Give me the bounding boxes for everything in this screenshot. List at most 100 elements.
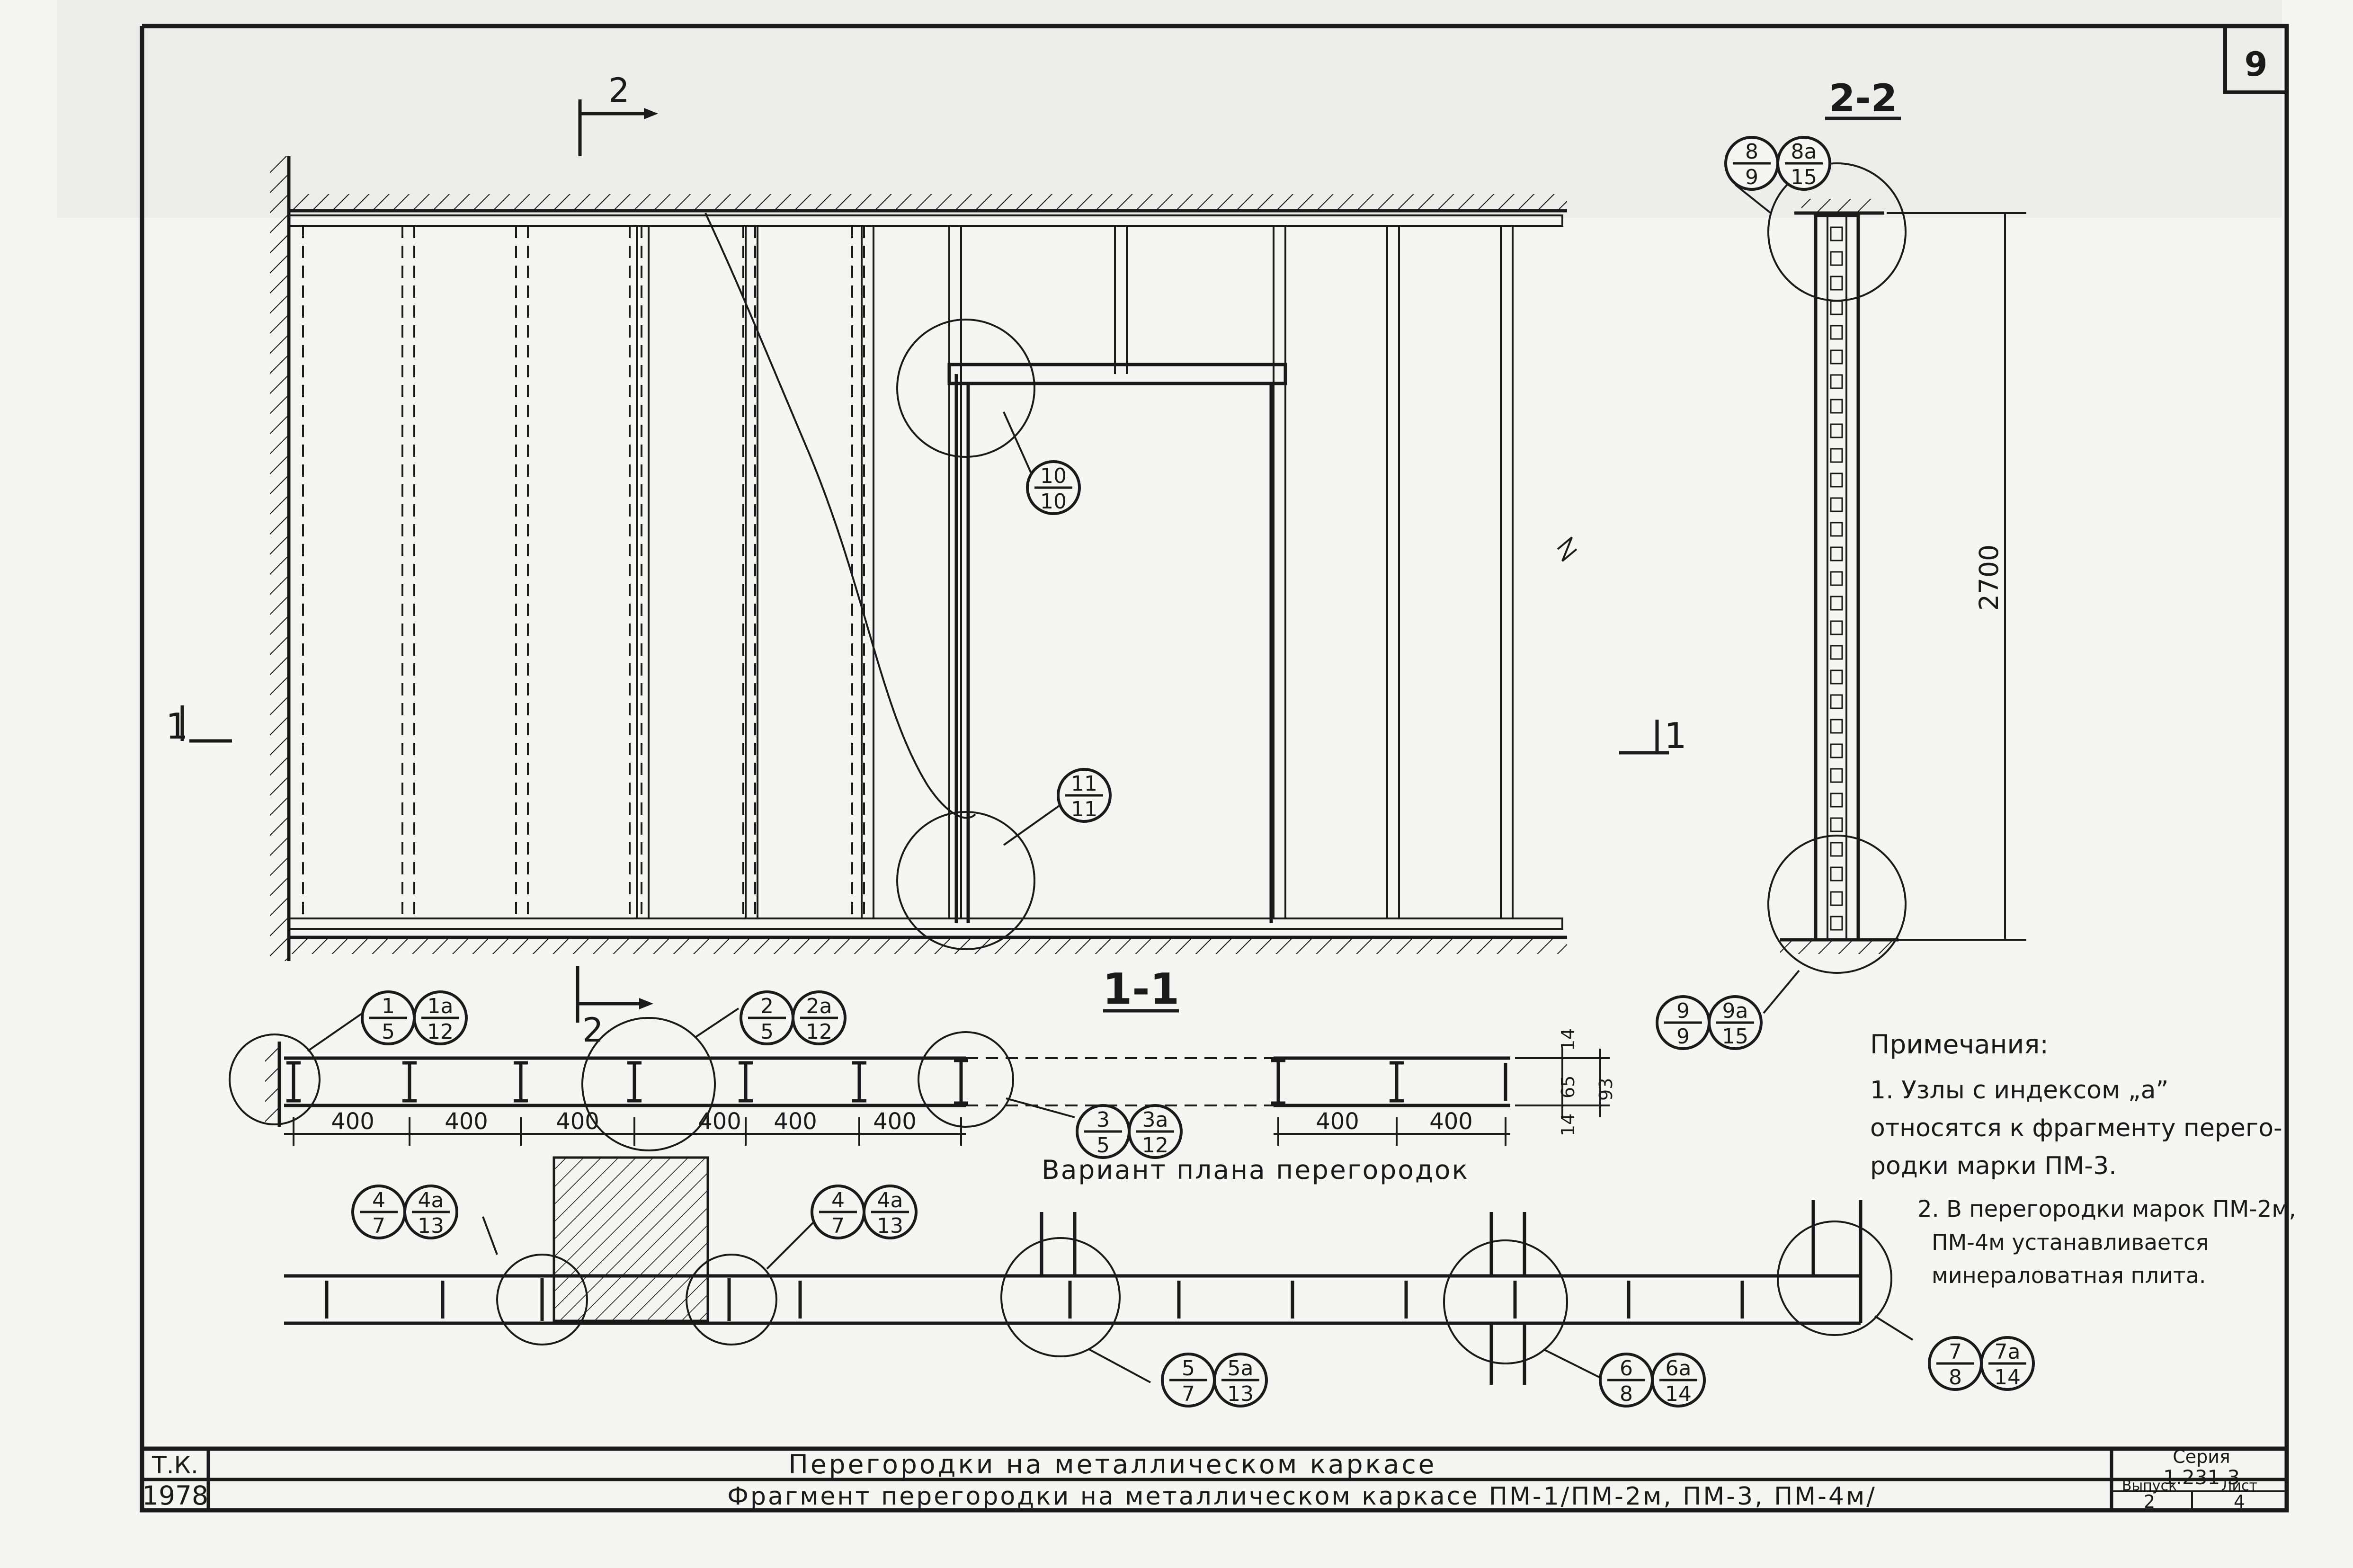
- sheet-label: Лист: [2221, 1478, 2257, 1494]
- stud-slot: [1830, 423, 1843, 438]
- stud-slot: [1830, 374, 1843, 389]
- plan-variant-label: Вариант плана перегородок: [1042, 1155, 1469, 1185]
- callout-bottom-number: 5: [382, 1020, 395, 1044]
- callout-top-number: 7: [1949, 1340, 1962, 1364]
- plan-variant-lower: [284, 1156, 1914, 1385]
- note-line-5: ПМ-4м устанавливается: [1932, 1229, 2209, 1255]
- svg-text:400: 400: [556, 1108, 599, 1135]
- section-mark-2-bottom: 2: [576, 966, 653, 1050]
- svg-text:400: 400: [1316, 1108, 1359, 1135]
- detail-callout-c7: 78: [1928, 1336, 1983, 1391]
- drawing-title: Перегородки на металлическом каркасе: [788, 1449, 1436, 1479]
- detail-callout-c1: 15: [361, 990, 416, 1045]
- stud-slot: [1830, 522, 1843, 537]
- callout-top-number: 8: [1745, 140, 1758, 164]
- callout-bottom-number: 10: [1040, 490, 1067, 514]
- section-2-2: 2700: [1780, 199, 2026, 954]
- callout-bottom-number: 7: [1182, 1382, 1195, 1406]
- svg-text:1: 1: [1664, 715, 1687, 757]
- stud-slot: [1830, 571, 1843, 586]
- sheet-number: 9: [2245, 45, 2268, 84]
- sheet-value: 4: [2234, 1491, 2245, 1512]
- sheet-frame: [140, 24, 2289, 1513]
- stud-slot: [1830, 349, 1843, 365]
- callout-bottom-number: 5: [1096, 1133, 1110, 1158]
- stud-slot: [1830, 719, 1843, 734]
- svg-text:400: 400: [774, 1108, 817, 1135]
- callout-top-number: 4a: [877, 1188, 903, 1212]
- section-title-2-2: 2-2: [1829, 76, 1898, 120]
- svg-text:400: 400: [698, 1108, 741, 1135]
- svg-text:14: 14: [1558, 1028, 1578, 1051]
- callout-top-number: 4: [831, 1188, 845, 1212]
- section-mark-1-left: 1: [166, 705, 232, 747]
- issue-label: Выпуск: [2122, 1478, 2177, 1494]
- callout-top-number: 9a: [1722, 999, 1748, 1023]
- stud-slot: [1830, 251, 1843, 266]
- svg-text:93: 93: [1595, 1078, 1616, 1101]
- callout-top-number: 1: [382, 994, 395, 1018]
- callout-bottom-number: 13: [877, 1214, 903, 1238]
- callout-top-number: 6a: [1666, 1356, 1692, 1381]
- series-value: 1.231-3: [2163, 1466, 2240, 1489]
- callout-bottom-number: 7: [372, 1214, 385, 1238]
- stud-slot: [1830, 669, 1843, 685]
- stud-slot: [1830, 842, 1843, 857]
- callout-bottom-number: 9: [1745, 165, 1758, 189]
- callout-bottom-number: 12: [427, 1020, 454, 1044]
- svg-text:400: 400: [445, 1108, 488, 1135]
- stud-slot: [1830, 743, 1843, 758]
- note-line-2: относятся к фрагменту перего-: [1870, 1114, 2282, 1142]
- plan-variant-upper: [229, 1007, 1610, 1151]
- stud-slot: [1830, 866, 1843, 882]
- callout-top-number: 2: [760, 994, 774, 1018]
- callout-top-number: 3: [1096, 1108, 1110, 1132]
- section-mark-1-right: 1: [1619, 715, 1687, 757]
- callout-bottom-number: 8: [1949, 1365, 1962, 1390]
- callout-bottom-number: 15: [1722, 1025, 1748, 1049]
- callout-top-number: 9: [1676, 999, 1690, 1023]
- stud-slot: [1830, 817, 1843, 832]
- callout-bottom-number: 13: [418, 1214, 444, 1238]
- detail-callout-c4r: 47: [811, 1185, 865, 1239]
- stud-slot: [1830, 325, 1843, 340]
- stud-slots: [1830, 226, 1843, 931]
- callout-top-number: 5a: [1228, 1356, 1254, 1381]
- callout-top-number: 8a: [1791, 140, 1817, 164]
- callout-top-number: 5: [1182, 1356, 1195, 1381]
- svg-text:14: 14: [1558, 1114, 1578, 1136]
- drawing-subtitle: Фрагмент перегородки на металлическом ка…: [727, 1482, 1877, 1511]
- detail-callout-c3: 35: [1076, 1104, 1131, 1159]
- svg-text:65: 65: [1558, 1076, 1578, 1098]
- stud-slot: [1830, 916, 1843, 931]
- callout-top-number: 1a: [428, 994, 454, 1018]
- section-title-1-1: 1-1: [1103, 964, 1180, 1014]
- callout-bottom-number: 9: [1676, 1025, 1690, 1049]
- callout-bottom-number: 14: [1665, 1382, 1692, 1406]
- notes-block: Примечания: 1. Узлы с индексом „а” относ…: [1870, 1029, 2296, 1288]
- svg-text:400: 400: [331, 1108, 374, 1135]
- callout-layer: 898a1510101111999a15151a12252a12353a1247…: [351, 136, 2035, 1408]
- stud-slot: [1830, 768, 1843, 783]
- stud-slot: [1830, 620, 1843, 635]
- series-label: Серия: [2173, 1446, 2230, 1467]
- detail-callout-c2: 25: [740, 990, 794, 1045]
- stud-slot: [1830, 448, 1843, 463]
- callout-bottom-number: 12: [1142, 1133, 1168, 1158]
- detail-callout-c4l: 47: [351, 1185, 406, 1239]
- callout-bottom-number: 8: [1620, 1382, 1633, 1406]
- svg-text:400: 400: [1429, 1108, 1473, 1135]
- stud-slot: [1830, 226, 1843, 241]
- stud-slot: [1830, 497, 1843, 512]
- svg-text:1: 1: [166, 705, 188, 747]
- stud-slot: [1830, 694, 1843, 709]
- svg-text:2: 2: [608, 71, 630, 110]
- sheet-number-box: 9: [2223, 24, 2289, 94]
- detail-callout-c8: 89: [1724, 136, 1779, 191]
- tk-label: Т.К.: [152, 1452, 198, 1479]
